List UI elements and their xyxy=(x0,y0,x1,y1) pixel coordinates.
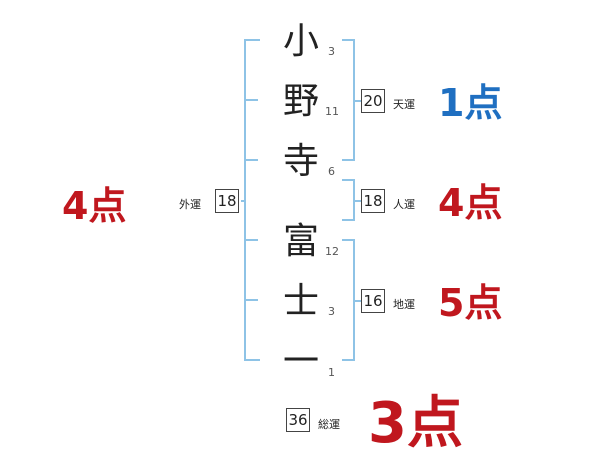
chikaku-label: 地運 xyxy=(393,298,415,311)
tenkaku-label: 天運 xyxy=(393,98,415,111)
name-char-1: 小 xyxy=(282,21,319,62)
tenkaku-score: 1点 xyxy=(438,81,503,125)
stroke-count-1: 3 xyxy=(328,45,335,58)
chikaku-value-box: 16 xyxy=(361,289,385,313)
name-char-6: 一 xyxy=(282,341,319,382)
name-char-3: 寺 xyxy=(282,141,319,182)
gaikaku-score: 4点 xyxy=(62,184,127,228)
stroke-count-6: 1 xyxy=(328,366,335,379)
tenkaku-value-box: 20 xyxy=(361,89,385,113)
stroke-count-2: 11 xyxy=(325,105,339,118)
soukaku-label: 総運 xyxy=(318,418,340,431)
chikaku-score: 5点 xyxy=(438,281,503,325)
soukaku-value-box: 36 xyxy=(286,408,310,432)
stroke-count-3: 6 xyxy=(328,165,335,178)
name-char-4: 富 xyxy=(282,221,319,262)
jinkaku-score: 4点 xyxy=(438,181,503,225)
gaikaku-value-box: 18 xyxy=(215,189,239,213)
stroke-count-5: 3 xyxy=(328,305,335,318)
gaikaku-label: 外運 xyxy=(179,198,201,211)
name-char-2: 野 xyxy=(282,81,319,122)
jinkaku-value-box: 18 xyxy=(361,189,385,213)
jinkaku-label: 人運 xyxy=(393,198,415,211)
name-char-5: 士 xyxy=(282,281,319,322)
stroke-count-4: 12 xyxy=(325,245,339,258)
soukaku-score: 3点 xyxy=(368,391,463,456)
